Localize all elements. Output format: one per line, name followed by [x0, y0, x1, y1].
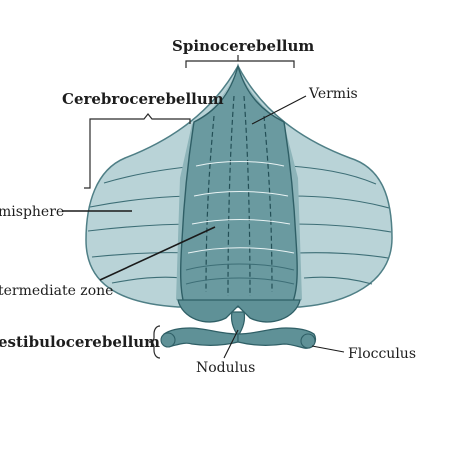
vestibulocerebellum-label: estibulocerebellum — [0, 333, 160, 351]
vermis-label: Vermis — [308, 86, 358, 102]
spinocerebellum-bracket — [185, 55, 295, 68]
flocculus-right-tip — [300, 333, 316, 349]
nodulus-leader — [223, 329, 239, 359]
flocculus-leader — [311, 345, 345, 353]
hemisphere-folia — [87, 165, 392, 285]
spinocerebellum-label: Spinocerebellum — [172, 37, 314, 55]
flocculonodular-lobe — [160, 311, 317, 349]
vermis-folia — [185, 161, 295, 285]
hemisphere-label: misphere — [0, 204, 64, 220]
nodulus-stalk — [230, 311, 246, 338]
flocculus-left-tip — [160, 332, 176, 348]
vermis-leader — [251, 95, 307, 125]
vestibulocerebellum-bracket — [148, 325, 161, 359]
vermis-dashed-boundaries — [205, 95, 273, 297]
nodulus-label: Nodulus — [196, 360, 255, 376]
cerebrocerebellum-label: Cerebrocerebellum — [62, 90, 224, 108]
flocculus-label: Flocculus — [348, 346, 416, 362]
intermediate-zone-leader — [99, 226, 216, 281]
cerebrocerebellum-bracket — [84, 113, 191, 189]
intermediate-zone-label: termediate zone — [0, 283, 113, 299]
